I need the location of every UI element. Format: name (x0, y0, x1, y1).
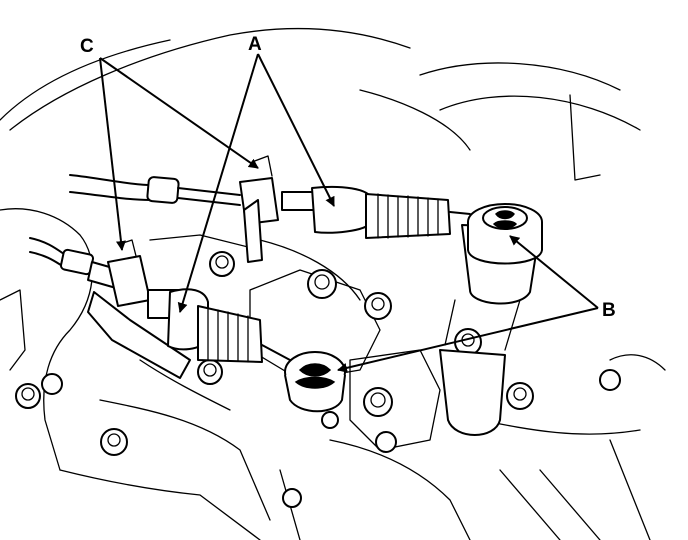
lower-shift-cable (29, 237, 346, 413)
callout-c: C (80, 36, 94, 57)
bolts (15, 251, 621, 508)
bolt-icon (15, 383, 41, 409)
bolt-icon (209, 251, 235, 277)
bolt-icon (197, 359, 223, 385)
bolt-icon (375, 431, 397, 453)
bolt-icon (599, 369, 621, 391)
callout-b: B (602, 300, 616, 321)
upper-shift-cable (69, 155, 543, 265)
bolt-icon (506, 382, 534, 410)
bolt-icon (41, 373, 63, 395)
bolt-icon (363, 387, 393, 417)
callout-a: A (248, 34, 262, 55)
bolt-icon (282, 488, 302, 508)
bolt-icon (307, 269, 337, 299)
callout-leaders (99, 53, 599, 373)
bolt-icon (321, 411, 339, 429)
bolt-icon (364, 292, 392, 320)
bolt-icon (100, 428, 128, 456)
